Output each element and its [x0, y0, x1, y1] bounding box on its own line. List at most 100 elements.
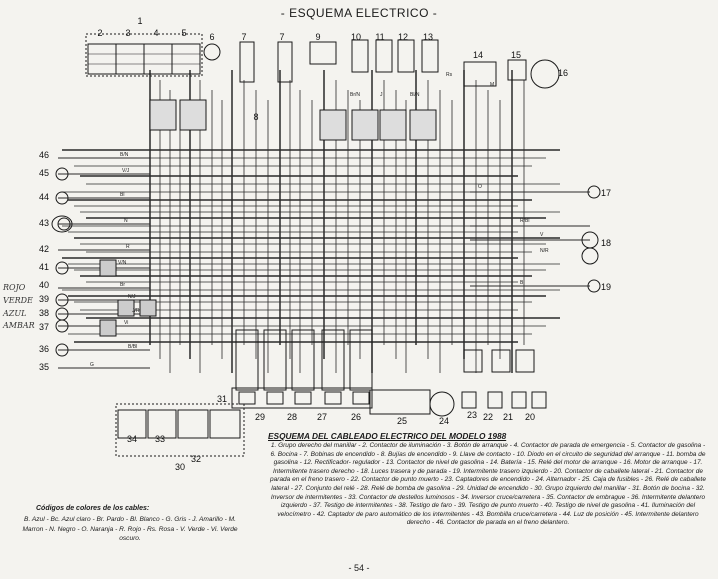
- lamp-icon: [55, 319, 69, 333]
- control-unit: [231, 387, 373, 409]
- switch-box: [143, 43, 173, 75]
- component-number: 33: [155, 434, 165, 444]
- relay-connector: [238, 391, 256, 405]
- component-number: 2: [97, 28, 102, 38]
- component-number: 39: [39, 294, 49, 304]
- module-block: [375, 39, 393, 73]
- connector-block: [379, 109, 407, 141]
- component-number: 29: [255, 412, 265, 422]
- switch-icon: [461, 391, 477, 409]
- ignition-coil: [239, 41, 255, 83]
- handwritten-note-azul: AZUL: [3, 309, 27, 318]
- wire-label: N: [124, 218, 128, 224]
- component-number: 3: [125, 28, 130, 38]
- color-codes-title: Códigos de colores de los cables:: [36, 505, 150, 512]
- headlamp-icon: [51, 215, 73, 233]
- connector-block: [491, 349, 511, 373]
- starter-motor-icon: [530, 59, 560, 89]
- relay-connector: [266, 391, 284, 405]
- module-block: [421, 39, 439, 73]
- component-number: 20: [525, 412, 535, 422]
- alternator-icon: [429, 391, 455, 417]
- lamp-icon: [57, 217, 71, 231]
- wire-label: B: [520, 280, 524, 286]
- component-number: 42: [39, 244, 49, 254]
- wire-label: G: [90, 362, 94, 368]
- component-number: 23: [467, 410, 477, 420]
- wire-label: Br: [120, 282, 125, 288]
- connector-block: [117, 299, 135, 317]
- connector-block: [139, 299, 157, 317]
- component-number: 11: [375, 32, 384, 42]
- component-legend: 1. Grupo derecho del manillar - 2. Conta…: [270, 442, 706, 527]
- switch-box: [115, 43, 145, 75]
- wire-label: N/R: [540, 248, 549, 254]
- horn-icon: [203, 43, 221, 61]
- handwritten-note-ambar: AMBAR: [3, 321, 35, 330]
- handwritten-note-verde: VERDE: [3, 296, 33, 305]
- turn-switch: [177, 409, 209, 439]
- lamp-icon: [587, 279, 601, 293]
- relay-connector: [294, 391, 312, 405]
- horn-button: [209, 409, 241, 439]
- flasher-switch: [147, 409, 177, 439]
- starter-relay: [507, 59, 527, 81]
- connector-block: [409, 109, 437, 141]
- component-number: 26: [351, 412, 361, 422]
- module-block: [351, 39, 369, 73]
- component-number: 44: [39, 192, 49, 202]
- relay-connector: [324, 391, 342, 405]
- wire-bundle: [58, 70, 590, 373]
- lamp-icon: [55, 293, 69, 307]
- wire-label: N/J: [128, 294, 136, 300]
- connector-block: [99, 259, 117, 277]
- component-number: 32: [191, 454, 201, 464]
- lamp-icon: [55, 343, 69, 357]
- ignition-coil: [277, 41, 293, 83]
- component-number: 21: [503, 412, 513, 422]
- component-number: 5: [181, 28, 186, 38]
- component-number: 30: [175, 462, 185, 472]
- component-number: 36: [39, 344, 49, 354]
- dimmer-switch: [117, 409, 147, 439]
- wire-label: Vi: [124, 320, 128, 326]
- component-number: 17: [601, 188, 611, 198]
- component-symbols: [51, 33, 601, 457]
- component-number: 13: [423, 32, 433, 42]
- component-number: 41: [39, 262, 49, 272]
- component-number: 15: [511, 50, 521, 60]
- wire-label: Br/N: [350, 92, 360, 98]
- wire-label: O: [478, 184, 482, 190]
- switch-icon: [487, 391, 503, 409]
- wire-label: V/N: [118, 260, 127, 266]
- component-number: 25: [397, 416, 407, 426]
- lamp-icon: [581, 247, 599, 265]
- connector-block: [351, 109, 379, 141]
- component-number: 12: [398, 32, 408, 42]
- component-number: 31: [217, 394, 227, 404]
- wire-label: B/N: [120, 152, 129, 158]
- connector-block: [149, 99, 177, 131]
- wire-label: V/J: [122, 168, 130, 174]
- component-number: 4: [153, 28, 158, 38]
- page-number: - 54 -: [348, 563, 370, 573]
- component-number: 10: [351, 32, 361, 42]
- fuse-box: [369, 389, 431, 415]
- switch-box: [171, 43, 201, 75]
- component-number: 43: [39, 218, 49, 228]
- wire-label: V: [540, 232, 544, 238]
- switch-box: [87, 43, 117, 75]
- right-handlebar-group: [85, 33, 203, 77]
- connector-block: [515, 349, 535, 373]
- relay-unit: [291, 329, 315, 391]
- wire-label: B/Bl: [128, 344, 137, 350]
- wire-labels: B/NV/JBlNRV/NBrN/JJ/RViB/BlGOR/BlVN/RBBr…: [90, 72, 549, 368]
- relay-unit: [235, 329, 259, 391]
- component-number: 7: [279, 32, 284, 42]
- component-number: 19: [601, 282, 611, 292]
- relay-connector: [352, 391, 370, 405]
- wire-label: R: [126, 244, 130, 250]
- component-number: 9: [315, 32, 320, 42]
- component-number: 22: [483, 412, 493, 422]
